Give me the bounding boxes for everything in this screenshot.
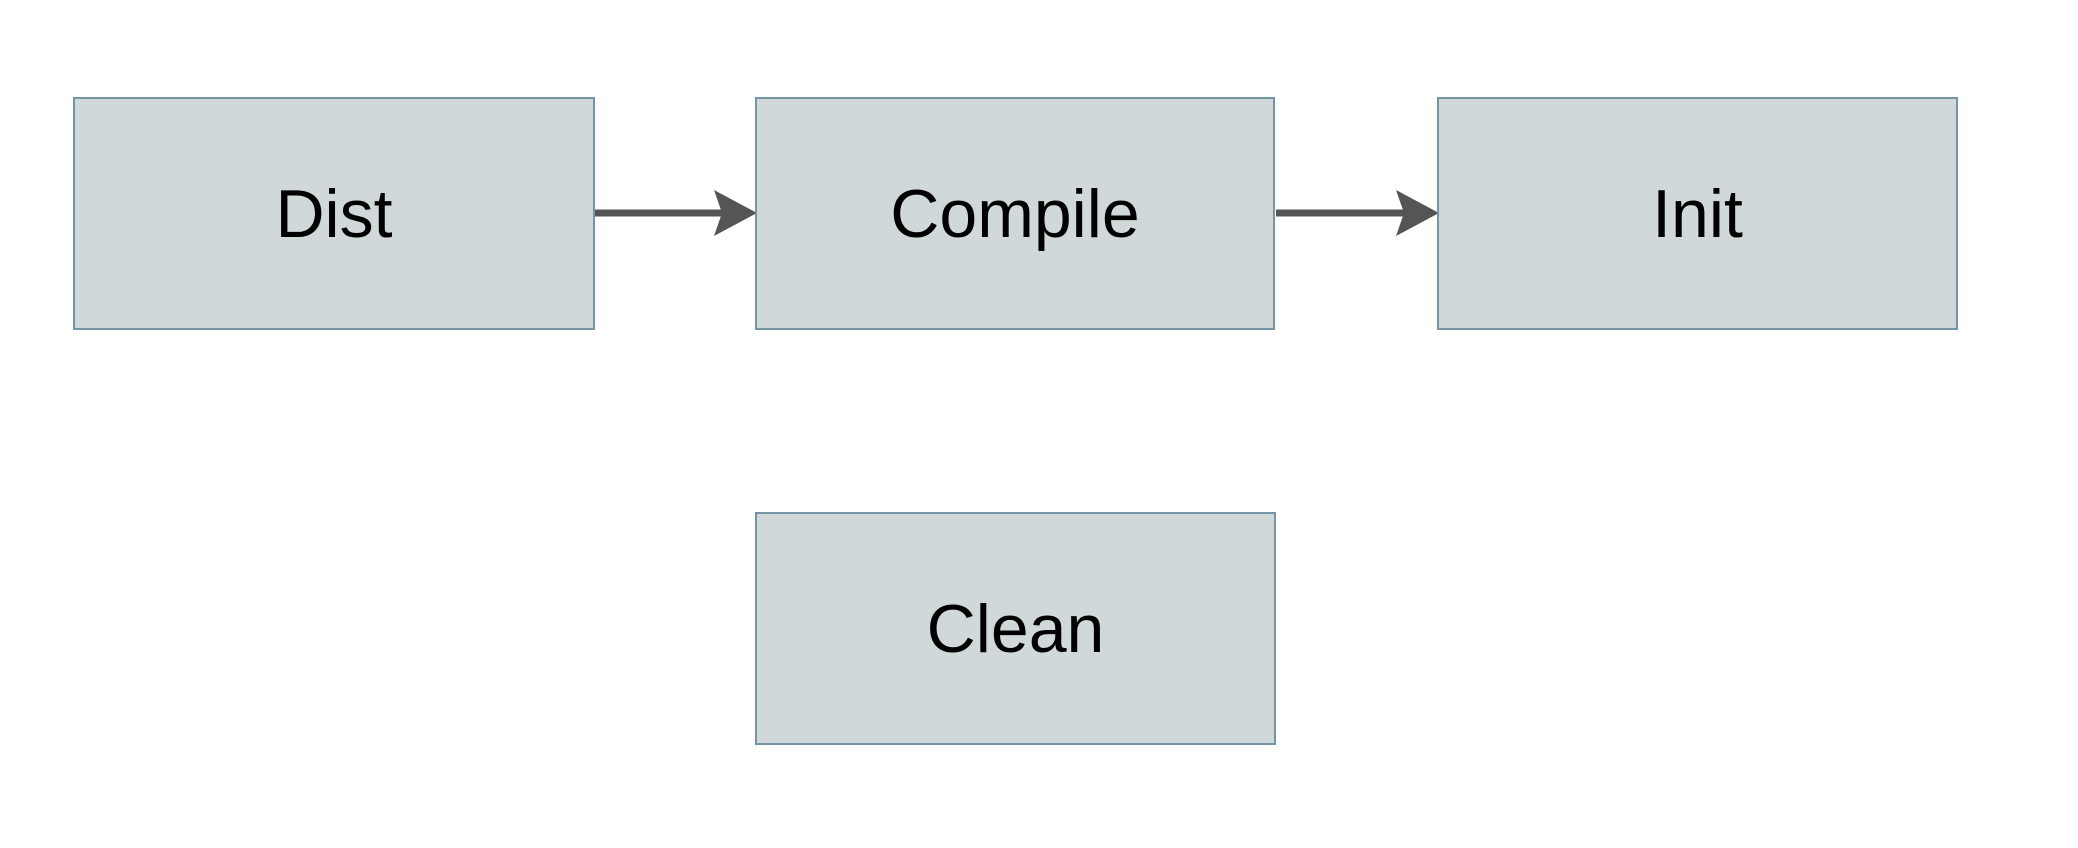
node-clean-label: Clean xyxy=(926,590,1105,667)
node-clean[interactable]: Clean xyxy=(755,512,1276,745)
node-dist[interactable]: Dist xyxy=(73,97,595,330)
node-init-label: Init xyxy=(1652,175,1743,252)
node-init[interactable]: Init xyxy=(1437,97,1958,330)
node-dist-label: Dist xyxy=(275,175,393,252)
arrowhead-icon xyxy=(1396,190,1439,236)
arrowhead-icon xyxy=(714,190,757,236)
node-compile-label: Compile xyxy=(890,175,1140,252)
node-compile[interactable]: Compile xyxy=(755,97,1275,330)
